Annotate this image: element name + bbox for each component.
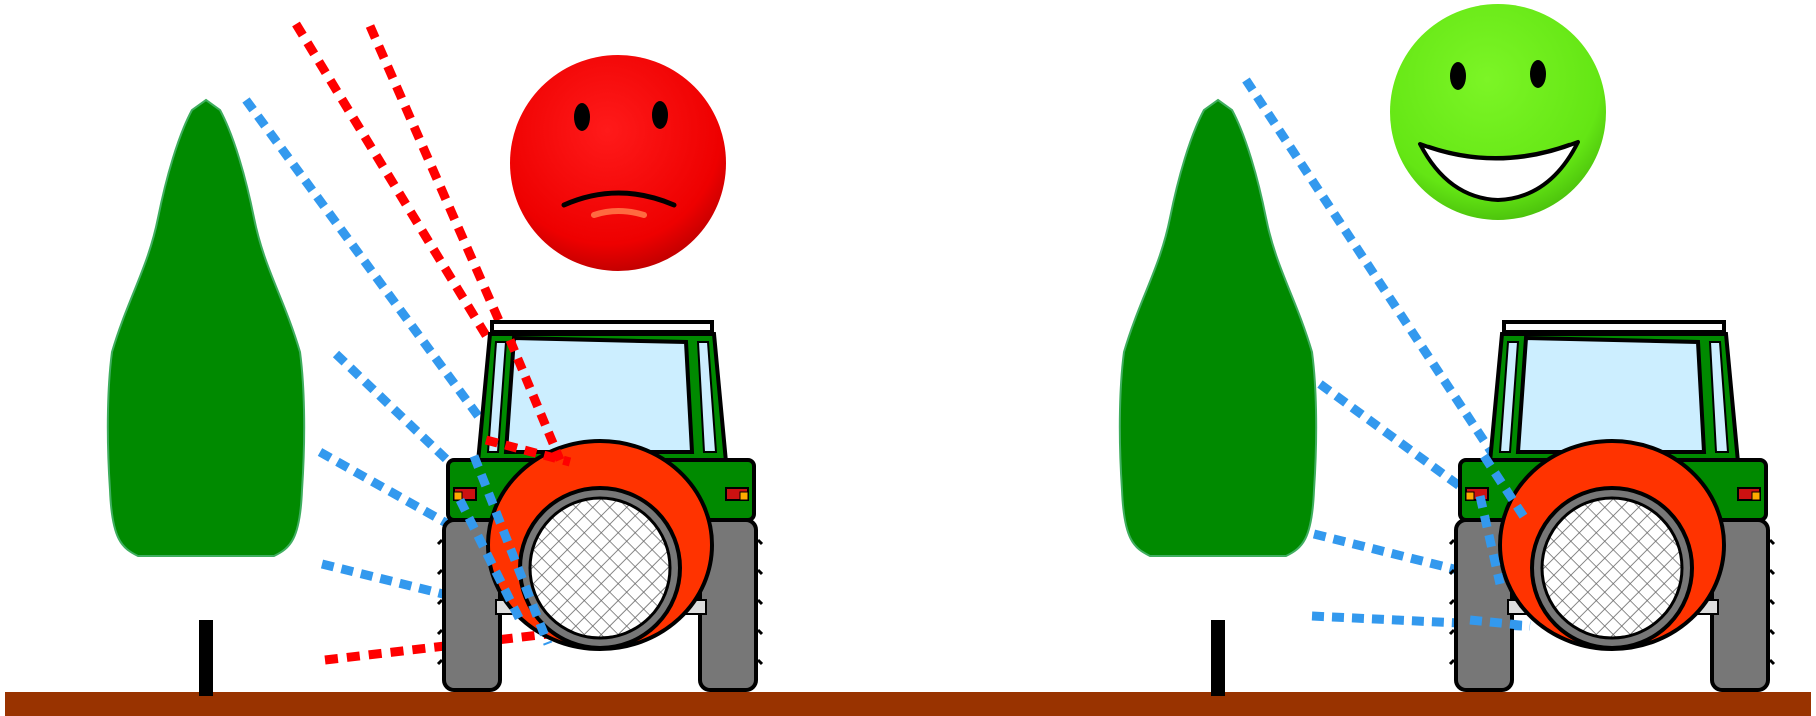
sprayer-tractor-right xyxy=(1450,322,1774,690)
left-panel xyxy=(108,24,762,696)
sad-face-icon xyxy=(510,55,726,271)
right-panel xyxy=(1120,4,1774,696)
tree-left xyxy=(108,100,304,696)
ground-strip xyxy=(5,692,1811,716)
happy-face-icon xyxy=(1390,4,1606,220)
tree-right xyxy=(1120,100,1316,696)
sprayer-tractor-left xyxy=(438,322,762,690)
